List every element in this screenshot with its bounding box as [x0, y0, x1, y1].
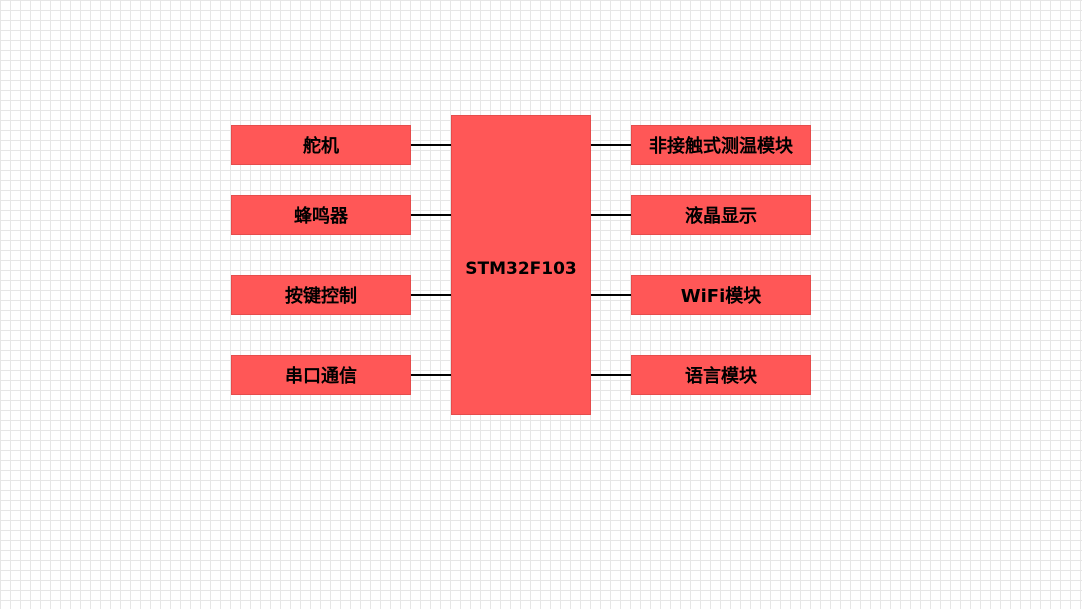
key-control-block: 按键控制 — [231, 275, 411, 315]
mcu-label: STM32F103 — [465, 259, 577, 279]
mcu-block: STM32F103 — [451, 115, 591, 415]
connector-key-control — [411, 294, 451, 296]
ir-temp-label: 非接触式测温模块 — [649, 136, 793, 157]
wifi-block: WiFi模块 — [631, 275, 811, 315]
wifi-label: WiFi模块 — [680, 286, 762, 307]
lcd-label: 液晶显示 — [685, 206, 757, 227]
servo-block: 舵机 — [231, 125, 411, 165]
serial-comm-block: 串口通信 — [231, 355, 411, 395]
connector-servo — [411, 144, 451, 146]
lcd-block: 液晶显示 — [631, 195, 811, 235]
key-control-label: 按键控制 — [285, 286, 357, 307]
voice-block: 语言模块 — [631, 355, 811, 395]
ir-temp-block: 非接触式测温模块 — [631, 125, 811, 165]
buzzer-label: 蜂鸣器 — [294, 206, 348, 227]
serial-comm-label: 串口通信 — [285, 366, 357, 387]
connector-voice — [591, 374, 631, 376]
buzzer-block: 蜂鸣器 — [231, 195, 411, 235]
connector-wifi — [591, 294, 631, 296]
connector-buzzer — [411, 214, 451, 216]
connector-lcd — [591, 214, 631, 216]
connector-serial-comm — [411, 374, 451, 376]
connector-ir-temp — [591, 144, 631, 146]
voice-label: 语言模块 — [685, 366, 757, 387]
servo-label: 舵机 — [303, 136, 339, 157]
